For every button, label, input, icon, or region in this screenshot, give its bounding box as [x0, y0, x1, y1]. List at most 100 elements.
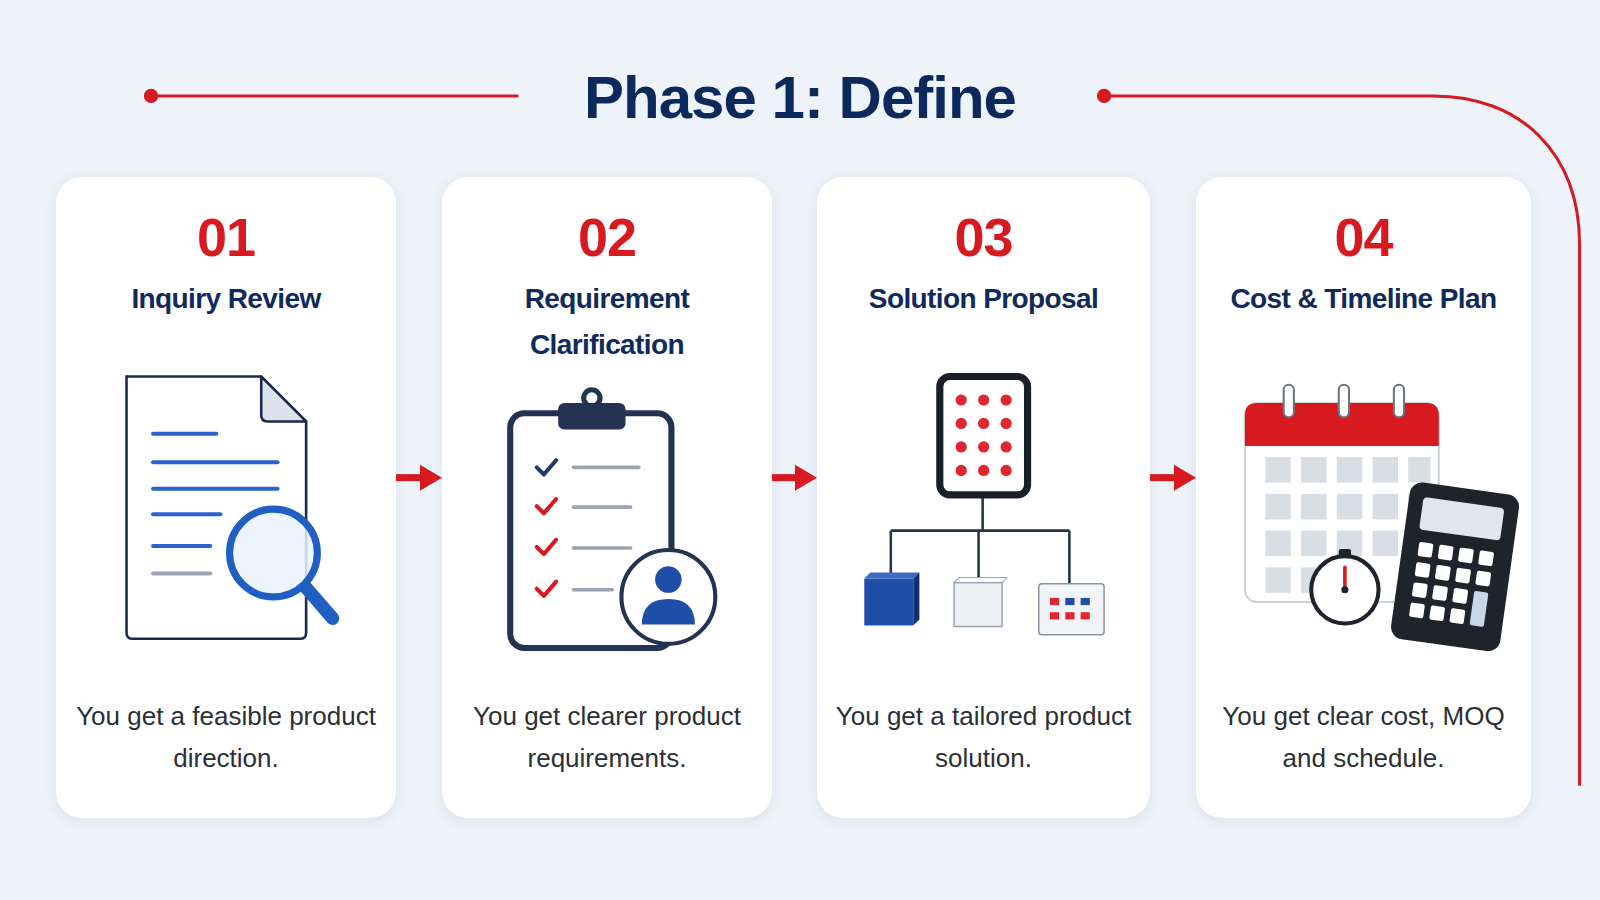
rule-dot — [144, 89, 158, 103]
step-outcome: You get a tailored product solution. — [834, 695, 1134, 779]
clipboard-clip — [558, 403, 625, 430]
panel-dot — [1001, 418, 1012, 429]
day-cell — [1372, 494, 1398, 520]
step-number: 02 — [442, 207, 772, 267]
person-body — [642, 599, 695, 625]
calculator-screen — [1419, 497, 1504, 541]
clock-center — [1341, 586, 1348, 593]
solution-tree-icon — [864, 377, 1104, 635]
calculator-body — [1389, 481, 1520, 653]
panel-dot — [978, 465, 989, 476]
day-cell — [1301, 567, 1327, 593]
tree-lines — [891, 495, 1070, 584]
day-cell — [1372, 457, 1398, 483]
step-card: 02Requirement ClarificationYou get clear… — [442, 177, 772, 818]
step-title: Requirement Clarification — [450, 276, 764, 368]
calculator — [1389, 481, 1520, 653]
step-number: 04 — [1196, 207, 1531, 267]
flow-arrow — [1150, 465, 1196, 491]
step-title: Cost & Timeline Plan — [1204, 276, 1523, 322]
title-rule — [151, 94, 518, 97]
blue-module — [864, 579, 913, 626]
step-card: 03Solution ProposalYou get a tailored pr… — [817, 177, 1150, 818]
control-module — [1039, 584, 1104, 635]
continuation-line — [1104, 96, 1580, 786]
key — [1415, 562, 1431, 578]
cube-top — [864, 572, 919, 578]
list-line — [573, 466, 638, 470]
list-line — [573, 546, 630, 550]
step-outcome: You get clearer product requirements. — [457, 695, 757, 779]
day-cell — [1372, 531, 1398, 557]
panel-dot — [1001, 441, 1012, 452]
panel-dot — [956, 465, 967, 476]
key — [1435, 565, 1451, 581]
clock-hand — [1343, 567, 1347, 589]
key — [1417, 542, 1433, 558]
calendar-grid — [1265, 457, 1430, 593]
person-head — [655, 566, 682, 593]
magnifier-lens — [230, 509, 318, 597]
key — [1452, 588, 1468, 604]
arrow-head — [795, 465, 817, 491]
person-badge — [621, 550, 715, 644]
day-cell — [1265, 531, 1291, 557]
module-key — [1050, 598, 1059, 605]
arrow-shaft — [772, 474, 797, 481]
magnifier-handle — [306, 588, 333, 619]
day-cell — [1301, 531, 1327, 557]
panel-dot — [978, 441, 989, 452]
key — [1458, 547, 1474, 563]
day-cell — [1265, 567, 1291, 593]
panel-dot — [956, 441, 967, 452]
arrow-head — [1174, 465, 1196, 491]
clipboard-board — [510, 413, 671, 648]
text-line — [153, 487, 277, 491]
check-mark — [537, 540, 556, 554]
device-panel — [940, 377, 1028, 495]
module-key — [1081, 598, 1090, 605]
flow-arrow — [396, 465, 442, 491]
diagram-title: Phase 1: Define — [0, 58, 1600, 138]
module-key — [1065, 598, 1074, 605]
calendar-ring — [1394, 385, 1404, 418]
check-mark — [537, 460, 556, 474]
arrow-shaft — [396, 474, 422, 481]
document-fold — [261, 377, 306, 422]
arrow-head — [420, 465, 442, 491]
day-cell — [1265, 457, 1291, 483]
step-card: 04Cost & Timeline PlanYou get clear cost… — [1196, 177, 1531, 818]
panel-dot — [978, 394, 989, 405]
arrow-shaft — [1150, 474, 1176, 481]
calculator-keys — [1409, 542, 1494, 627]
key — [1478, 550, 1494, 566]
day-cell — [1265, 494, 1291, 520]
key — [1432, 585, 1448, 601]
step-card: 01Inquiry ReviewYou get a feasible produ… — [56, 177, 396, 818]
module-key — [1081, 612, 1090, 619]
rule-dot — [1097, 89, 1111, 103]
step-number: 01 — [56, 207, 396, 267]
day-cell — [1337, 494, 1363, 520]
calendar-header — [1245, 403, 1439, 446]
day-cell — [1337, 531, 1363, 557]
step-outcome: You get clear cost, MOQ and schedule. — [1214, 695, 1514, 779]
panel-dot — [1001, 465, 1012, 476]
key — [1470, 591, 1489, 627]
check-mark — [537, 582, 556, 596]
key — [1475, 570, 1491, 586]
document-sheet — [127, 377, 307, 639]
text-line — [153, 544, 210, 548]
panel-dot — [978, 418, 989, 429]
planning-icon — [1245, 385, 1521, 653]
key — [1429, 605, 1445, 621]
module-key — [1065, 612, 1074, 619]
key — [1449, 608, 1465, 624]
key — [1409, 602, 1425, 618]
cube-side — [913, 572, 919, 625]
step-title: Inquiry Review — [64, 276, 388, 322]
cube-top — [954, 578, 1007, 583]
flow-arrow — [772, 465, 817, 491]
day-cell — [1408, 457, 1430, 483]
